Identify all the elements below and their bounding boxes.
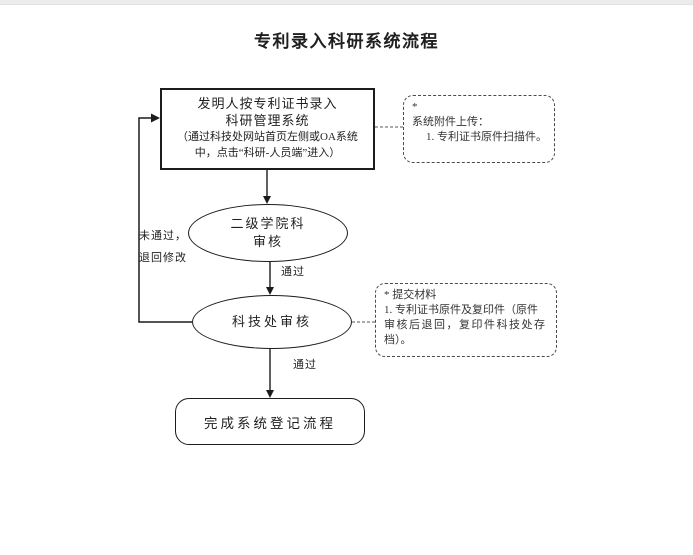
rejected-line1: 未通过， <box>139 230 187 242</box>
page-title: 专利录入科研系统流程 <box>254 32 439 51</box>
entry-line2: 科研管理系统 <box>225 113 310 128</box>
entry-line1: 发明人按专利证书录入 <box>197 96 338 111</box>
edge-label-pass-1: 通过 <box>281 266 305 278</box>
arrowhead-entry-to-college <box>263 196 271 204</box>
materials-note-line1: * 提交材料 <box>384 289 437 301</box>
college-review-line2: 审核 <box>252 234 283 249</box>
arrowhead-feedback-to-entry <box>151 113 160 123</box>
upload-note-line2: 系统附件上传： <box>412 116 489 128</box>
materials-note-line3: 审核后退回，复印件科技处存 <box>384 319 547 331</box>
materials-note-line2: 1. 专利证书原件及复印件（原件 <box>384 304 538 316</box>
annotation-upload-note: * 系统附件上传： 1. 专利证书原件扫描件。 <box>403 95 555 163</box>
entry-line3: （通过科技处网站首页左侧或OA系统 <box>177 131 358 143</box>
annotation-materials-note: * 提交材料 1. 专利证书原件及复印件（原件 审核后退回，复印件科技处存 档）… <box>375 283 557 357</box>
edge-label-rejected: 未通过， 退回修改 <box>139 225 187 269</box>
node-college-review: 二级学院科 审核 <box>188 204 348 262</box>
node-scitech-review: 科技处审核 <box>192 295 352 349</box>
complete-label: 完成系统登记流程 <box>204 415 336 431</box>
scitech-review-label: 科技处审核 <box>231 314 312 329</box>
top-border-strip <box>0 0 693 5</box>
college-review-line1: 二级学院科 <box>230 216 306 231</box>
entry-line4: 中，点击“科研-人员端”进入） <box>194 147 341 159</box>
upload-note-line1: * <box>412 101 418 113</box>
node-entry-system: 发明人按专利证书录入 科研管理系统 （通过科技处网站首页左侧或OA系统 中，点击… <box>160 88 375 170</box>
arrowhead-scitech-to-complete <box>266 390 274 398</box>
edge-label-pass-2: 通过 <box>293 359 317 371</box>
materials-note-line4: 档）。 <box>384 334 412 346</box>
node-complete: 完成系统登记流程 <box>175 398 365 445</box>
arrowhead-college-to-scitech <box>266 287 274 295</box>
rejected-line2: 退回修改 <box>139 252 187 264</box>
upload-note-line3: 1. 专利证书原件扫描件。 <box>426 131 547 143</box>
